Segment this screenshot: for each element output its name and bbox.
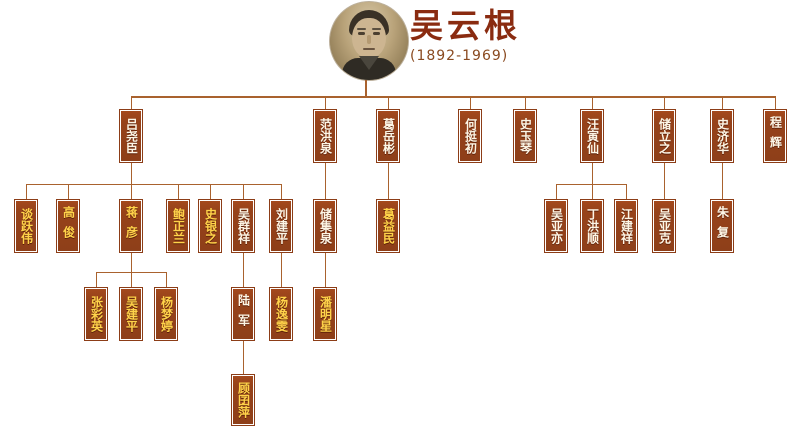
- title-block: 吴云根 (1892-1969): [410, 6, 521, 65]
- connector-vertical: [131, 96, 132, 110]
- connector-vertical: [664, 96, 665, 110]
- connector-vertical: [470, 96, 471, 110]
- root-person-name: 吴云根: [410, 6, 521, 45]
- connector-vertical: [243, 184, 244, 200]
- connector-vertical: [592, 184, 593, 200]
- connector-vertical: [131, 272, 132, 288]
- person-node-shiyuqin[interactable]: 史玉琴: [514, 110, 536, 162]
- connector-vertical: [281, 184, 282, 200]
- connector-vertical: [131, 252, 132, 272]
- person-node-chujiquan[interactable]: 储集泉: [314, 200, 336, 252]
- connector-vertical: [243, 340, 244, 375]
- connector-vertical: [664, 162, 665, 200]
- person-node-hetingchu[interactable]: 何挺初: [459, 110, 481, 162]
- connector-vertical: [243, 252, 244, 288]
- person-node-jiangjianxiang[interactable]: 江建祥: [615, 200, 637, 252]
- connector-vertical: [325, 96, 326, 110]
- connector-vertical: [365, 80, 367, 96]
- person-node-tanyuewei[interactable]: 谈跃伟: [15, 200, 37, 252]
- person-node-lujun[interactable]: 陆军: [232, 288, 254, 340]
- person-node-liujianping[interactable]: 刘建平: [270, 200, 292, 252]
- connector-vertical: [775, 96, 776, 110]
- person-node-jiangyan[interactable]: 蒋彦: [120, 200, 142, 252]
- connector-vertical: [210, 184, 211, 200]
- connector-vertical: [592, 162, 593, 184]
- person-node-chenghui[interactable]: 程辉: [764, 110, 786, 162]
- person-node-yangmengting[interactable]: 杨梦婷: [155, 288, 177, 340]
- person-node-wangyinxian[interactable]: 汪寅仙: [581, 110, 603, 162]
- chart-header: 吴云根 (1892-1969): [0, 0, 800, 90]
- connector-vertical: [281, 252, 282, 288]
- person-node-chulizhi[interactable]: 储立之: [653, 110, 675, 162]
- connector-vertical: [96, 272, 97, 288]
- person-node-panmingxing[interactable]: 潘明星: [314, 288, 336, 340]
- connector-vertical: [722, 96, 723, 110]
- person-node-shijihua[interactable]: 史济华: [711, 110, 733, 162]
- portrait-photo: [330, 2, 408, 80]
- connector-vertical: [178, 184, 179, 200]
- connector-horizontal: [131, 96, 775, 98]
- person-node-fanhongquan[interactable]: 范洪泉: [314, 110, 336, 162]
- person-node-gutianping[interactable]: 顾囝萍: [232, 375, 254, 425]
- connector-vertical: [131, 184, 132, 200]
- person-node-lvyaochen[interactable]: 吕尧臣: [120, 110, 142, 162]
- connector-vertical: [325, 162, 326, 200]
- person-node-wujianping[interactable]: 吴建平: [120, 288, 142, 340]
- person-node-wuyake[interactable]: 吴亚克: [653, 200, 675, 252]
- connector-vertical: [26, 184, 27, 200]
- person-node-gaojun[interactable]: 高俊: [57, 200, 79, 252]
- connector-vertical: [525, 96, 526, 110]
- person-node-wuqunxiang[interactable]: 吴群祥: [232, 200, 254, 252]
- person-node-dinghongshun[interactable]: 丁洪顺: [581, 200, 603, 252]
- connector-vertical: [388, 96, 389, 110]
- connector-vertical: [325, 252, 326, 288]
- connector-vertical: [592, 96, 593, 110]
- person-node-geyuebin[interactable]: 葛岳彬: [377, 110, 399, 162]
- person-node-geyimin[interactable]: 葛益民: [377, 200, 399, 252]
- connector-horizontal: [26, 184, 281, 185]
- connector-vertical: [556, 184, 557, 200]
- person-node-zhangcaiying[interactable]: 张彩英: [85, 288, 107, 340]
- connector-vertical: [388, 162, 389, 200]
- connector-horizontal: [556, 184, 626, 185]
- connector-vertical: [626, 184, 627, 200]
- person-node-shiyinzhi[interactable]: 史银之: [199, 200, 221, 252]
- person-node-wuyayi[interactable]: 吴亚亦: [545, 200, 567, 252]
- connector-vertical: [722, 162, 723, 200]
- person-node-baozhenglan[interactable]: 鲍正兰: [167, 200, 189, 252]
- person-node-zhufu[interactable]: 朱复: [711, 200, 733, 252]
- connector-vertical: [131, 162, 132, 184]
- person-node-yangyiwen[interactable]: 杨逸雯: [270, 288, 292, 340]
- connector-vertical: [68, 184, 69, 200]
- connector-vertical: [166, 272, 167, 288]
- root-person-years: (1892-1969): [410, 48, 509, 64]
